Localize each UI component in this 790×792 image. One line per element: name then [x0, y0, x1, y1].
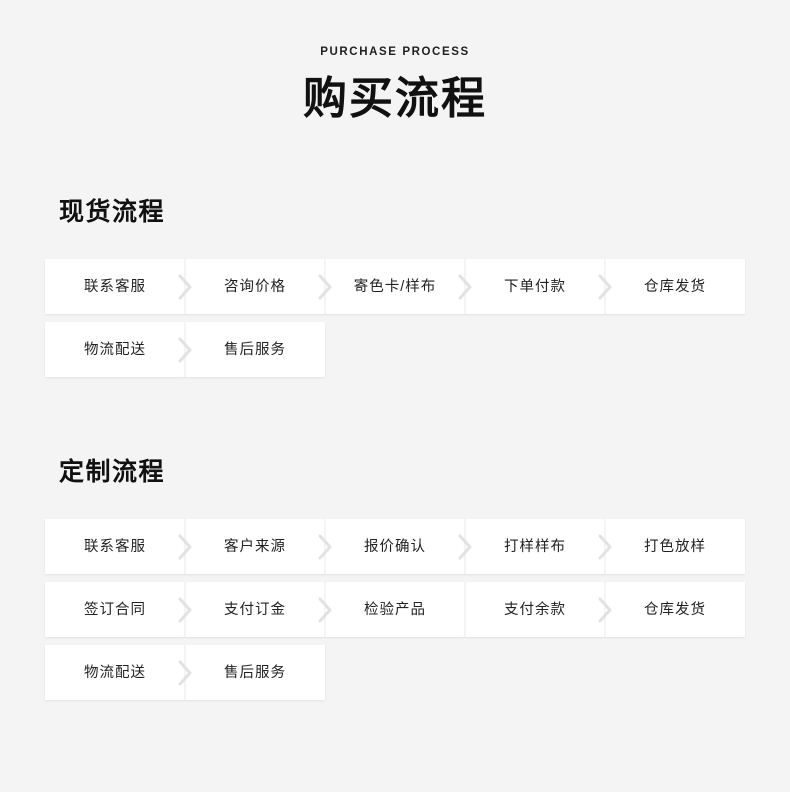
flow-step[interactable]: 联系客服 — [45, 259, 192, 314]
section-stock-process: 现货流程 联系客服 咨询价格 寄色卡/样布 下单付款 仓库发货物流配送 售后服务 — [45, 196, 745, 385]
cell-gap-divider — [184, 259, 186, 314]
flow-step[interactable]: 联系客服 — [45, 519, 192, 574]
flow-step[interactable]: 报价确认 — [325, 519, 472, 574]
cell-gap-divider — [464, 519, 466, 574]
flow-step[interactable]: 物流配送 — [45, 645, 192, 700]
flow-step-label: 支付余款 — [504, 601, 566, 618]
flow-step-label: 支付订金 — [224, 601, 286, 618]
eyebrow-label: PURCHASE PROCESS — [320, 46, 470, 58]
cell-gap-divider — [324, 519, 326, 574]
cell-gap-divider — [464, 259, 466, 314]
flow-step-label: 物流配送 — [84, 341, 146, 358]
flow-step[interactable]: 检验产品 — [325, 582, 466, 637]
flow-row: 签订合同 支付订金 检验产品 支付余款 仓库发货 — [45, 582, 745, 637]
flow-step-label: 仓库发货 — [644, 601, 706, 618]
cell-gap-divider — [184, 519, 186, 574]
flow-step[interactable]: 支付订金 — [185, 582, 332, 637]
flow-row: 物流配送 售后服务 — [45, 322, 745, 377]
flow-step-label: 仓库发货 — [644, 278, 706, 295]
flow-step-label: 寄色卡/样布 — [353, 278, 437, 295]
flow-step-label: 售后服务 — [224, 664, 286, 681]
flow-step[interactable]: 支付余款 — [465, 582, 612, 637]
cell-gap-divider — [604, 582, 606, 637]
flow-rows-custom: 联系客服 客户来源 报价确认 打样样布 打色放样签订合同 支付订金 检验产品 支付余款 仓库发货… — [45, 519, 745, 700]
cell-gap-divider — [324, 259, 326, 314]
section-custom-process: 定制流程 联系客服 客户来源 报价确认 打样样布 打色放样签订合同 支付订金 检验产品 支付余… — [45, 456, 745, 708]
cell-gap-divider — [324, 582, 326, 637]
flow-step[interactable]: 仓库发货 — [605, 582, 745, 637]
flow-step-label: 报价确认 — [364, 538, 426, 555]
flow-step-label: 联系客服 — [84, 278, 146, 295]
cell-gap-divider — [604, 519, 606, 574]
flow-step-label: 打色放样 — [644, 538, 706, 555]
flow-step-label: 打样样布 — [504, 538, 566, 555]
flow-step-label: 咨询价格 — [224, 278, 286, 295]
flow-step[interactable]: 客户来源 — [185, 519, 332, 574]
flow-step[interactable]: 打样样布 — [465, 519, 612, 574]
flow-step[interactable]: 打色放样 — [605, 519, 745, 574]
cell-gap-divider — [604, 259, 606, 314]
flow-step[interactable]: 仓库发货 — [605, 259, 745, 314]
flow-step[interactable]: 签订合同 — [45, 582, 192, 637]
flow-step[interactable]: 售后服务 — [185, 645, 325, 700]
page-title: 购买流程 — [303, 74, 487, 123]
section-title-custom: 定制流程 — [59, 459, 166, 486]
cell-gap-divider — [184, 582, 186, 637]
flow-step[interactable]: 下单付款 — [465, 259, 612, 314]
flow-step[interactable]: 售后服务 — [185, 322, 325, 377]
cell-gap-divider — [184, 322, 186, 377]
flow-row: 物流配送 售后服务 — [45, 645, 745, 700]
flow-step-label: 下单付款 — [504, 278, 566, 295]
flow-step-label: 客户来源 — [224, 538, 286, 555]
flow-step-label: 联系客服 — [84, 538, 146, 555]
page-header: PURCHASE PROCESS 购买流程 — [0, 0, 790, 128]
flow-step-label: 售后服务 — [224, 341, 286, 358]
flow-rows-stock: 联系客服 咨询价格 寄色卡/样布 下单付款 仓库发货物流配送 售后服务 — [45, 259, 745, 377]
flow-row: 联系客服 客户来源 报价确认 打样样布 打色放样 — [45, 519, 745, 574]
flow-row: 联系客服 咨询价格 寄色卡/样布 下单付款 仓库发货 — [45, 259, 745, 314]
flow-step[interactable]: 物流配送 — [45, 322, 192, 377]
flow-step-label: 签订合同 — [84, 601, 146, 618]
flow-step-label: 检验产品 — [364, 601, 426, 618]
flow-step[interactable]: 寄色卡/样布 — [325, 259, 472, 314]
cell-gap-divider — [184, 645, 186, 700]
flow-step-label: 物流配送 — [84, 664, 146, 681]
cell-gap-divider — [464, 582, 466, 637]
flow-step[interactable]: 咨询价格 — [185, 259, 332, 314]
section-title-stock: 现货流程 — [59, 199, 166, 226]
